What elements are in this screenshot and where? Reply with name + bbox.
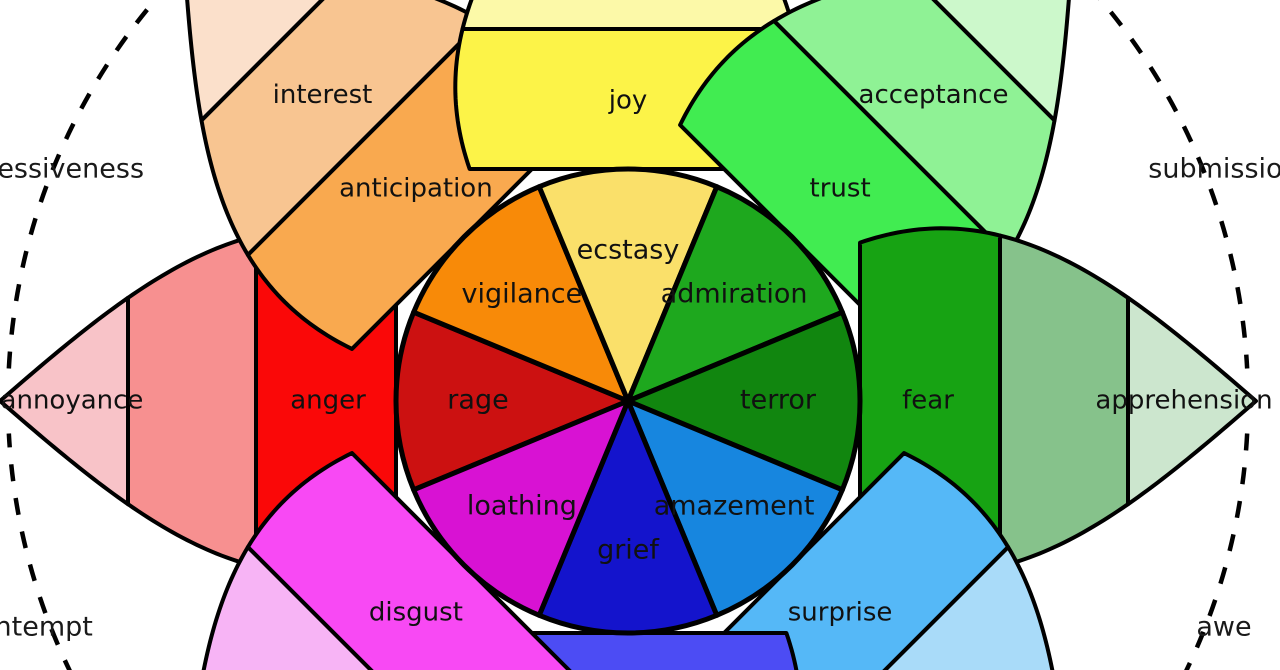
petal-trust-ring-3 [772, 0, 1057, 257]
petal-anger-ring-1 [393, 309, 631, 493]
dyad-label-submission: submission [1148, 154, 1280, 185]
petal-trust-ring-4 [931, 0, 1071, 123]
petal-joy-ring-3 [460, 0, 796, 31]
petal-anger-ring-3 [126, 233, 258, 569]
petal-anticipation-ring-4 [185, 0, 325, 123]
petal-surprise-ring-3 [882, 545, 1055, 670]
petal-sadness-ring-1 [536, 398, 720, 636]
petal-anticipation-ring-1 [411, 184, 631, 404]
petal-surprise [684, 451, 1055, 670]
dyad-boundary-arc [1097, 0, 1250, 369]
petal-anticipation-ring-3 [199, 0, 484, 257]
petal-surprise-ring-2 [684, 451, 1011, 670]
petal-disgust-ring-3 [201, 545, 374, 670]
core-wedges-layer [393, 166, 863, 636]
dyad-label-aggressiveness: aggressiveness [0, 154, 144, 185]
petal-disgust [201, 451, 572, 670]
petal-trust-ring-1 [625, 184, 845, 404]
petal-disgust-ring-1 [411, 398, 631, 618]
dyad-boundary-arc [6, 0, 159, 369]
petal-surprise-ring-1 [625, 398, 845, 618]
dyad-label-awe: awe [1196, 612, 1251, 643]
petal-fear-ring-4 [1126, 295, 1258, 507]
petal-fear-ring-1 [625, 309, 863, 493]
dyad-boundary-arc [1184, 433, 1250, 670]
petal-disgust-ring-2 [245, 451, 572, 670]
petal-joy-ring-1 [536, 166, 720, 404]
dyad-boundary-arc [6, 433, 72, 670]
petal-fear-ring-3 [998, 233, 1130, 569]
petal-anger-ring-4 [0, 295, 130, 507]
dyad-label-contempt: contempt [0, 612, 93, 643]
